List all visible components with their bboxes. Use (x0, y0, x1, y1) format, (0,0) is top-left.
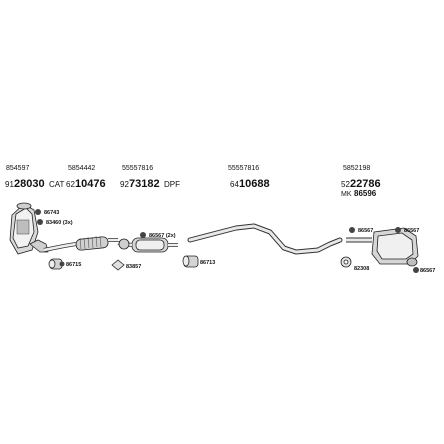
callout-83857-label: 83857 (126, 264, 141, 270)
part-number-middle-pipe: 55557816 (228, 165, 259, 172)
rubber-mount-86713 (182, 255, 199, 268)
code-middle-pipe: 64 10688 (230, 178, 270, 190)
middle-pipe (187, 223, 343, 255)
catalytic-converter (9, 202, 49, 255)
callout-86713-label: 86713 (200, 260, 215, 266)
callout-82308: 82308 (354, 266, 369, 272)
code-catalyst: 91 28030 CAT (5, 178, 65, 190)
code-catalyst-number: 28030 (14, 178, 45, 190)
callout-86567-2x: 86567 (2x) (140, 232, 176, 239)
callout-86743-label: 86743 (44, 210, 59, 216)
callout-86567-c: 86567 (413, 267, 435, 274)
part-number-dpf: 55557816 (122, 165, 153, 172)
code-rear-silencer-prefix: 52 (341, 180, 350, 189)
code-rear-silencer-mk: MK (341, 191, 352, 198)
code-middle-pipe-number: 10688 (239, 178, 270, 190)
front-pipe (43, 235, 118, 252)
code-front-pipe-number: 10476 (75, 178, 106, 190)
code-dpf-suffix: DPF (164, 180, 180, 189)
callout-86567-2x-label: 86567 (2x) (149, 233, 176, 239)
callout-86567-c-label: 86567 (420, 268, 435, 274)
rubber-mount-86715 (48, 258, 63, 270)
callout-86567-a-label: 86567 (358, 228, 373, 234)
callout-86743: 86743 (35, 209, 59, 216)
code-catalyst-suffix: CAT (49, 180, 65, 189)
callout-83460: 83460 (3x) (37, 219, 73, 226)
callout-86713: 86713 (200, 260, 215, 266)
callout-86567-b-label: 86567 (404, 228, 419, 234)
callout-83857: 83857 (126, 264, 141, 270)
code-front-pipe: 62 10476 (66, 178, 106, 190)
part-number-catalyst: 854597 (6, 165, 29, 172)
code-rear-silencer: 52 22786 MK 86596 (341, 178, 381, 198)
code-dpf-prefix: 92 (120, 180, 129, 189)
rear-silencer (346, 227, 419, 267)
part-number-front-pipe: 5854442 (68, 165, 95, 172)
callout-83460-label: 83460 (3x) (46, 220, 73, 226)
callout-86715: 86715 (59, 261, 81, 268)
code-middle-pipe-prefix: 64 (230, 180, 239, 189)
code-front-pipe-prefix: 62 (66, 180, 75, 189)
part-number-rear-silencer: 5852198 (343, 165, 370, 172)
particulate-filter (117, 237, 178, 253)
code-dpf-number: 73182 (129, 178, 160, 190)
code-rear-silencer-mk-number: 86596 (354, 189, 377, 198)
code-rear-silencer-number: 22786 (350, 178, 381, 190)
code-catalyst-prefix: 91 (5, 180, 14, 189)
callout-82308-label: 82308 (354, 266, 369, 272)
callout-86715-label: 86715 (66, 262, 81, 268)
clamp-82308 (340, 256, 352, 268)
gasket-83857 (111, 259, 125, 271)
code-dpf: 92 73182 DPF (120, 178, 180, 190)
callout-86567-a: 86567 (349, 227, 373, 234)
callout-86567-b: 86567 (395, 227, 419, 234)
